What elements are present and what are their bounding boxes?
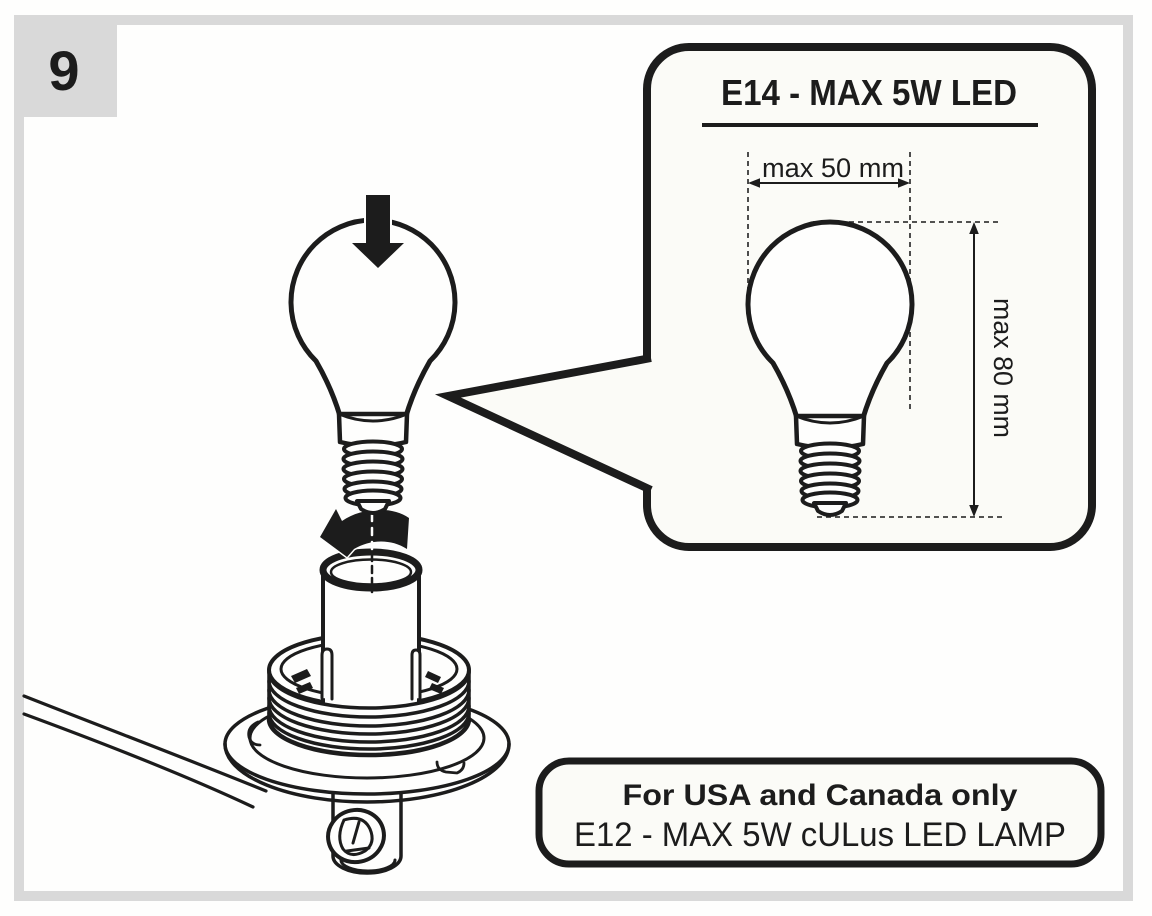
lamp-socket-illustration xyxy=(22,505,511,875)
collar-threads xyxy=(266,670,472,758)
usa-note-box: For USA and Canada only E12 - MAX 5W cUL… xyxy=(535,757,1105,868)
power-cable xyxy=(22,694,268,809)
step-number: 9 xyxy=(48,39,79,102)
callout-title: E14 - MAX 5W LED xyxy=(721,72,1017,113)
page-frame xyxy=(14,15,1133,901)
usa-note-line2: E12 - MAX 5W cULus LED LAMP xyxy=(574,816,1066,854)
height-dimension-label: max 80 mm xyxy=(988,298,1018,438)
socket-stem xyxy=(326,783,403,875)
usa-note-line1: For USA and Canada only xyxy=(623,779,1018,812)
retaining-clips xyxy=(320,647,422,701)
height-dimension-arrow-icon xyxy=(969,222,979,517)
set-screw-hole xyxy=(326,807,386,865)
callout-pointer xyxy=(434,354,653,494)
insert-down-arrow-icon xyxy=(350,193,406,270)
width-dimension-label: max 50 mm xyxy=(762,153,904,183)
bulb-spec-callout: E14 - MAX 5W LED max 50 mm max 80 mm xyxy=(434,43,1096,551)
screw-in-arrow-icon xyxy=(318,505,411,594)
width-dimension-arrow-icon xyxy=(748,178,910,188)
step-number-box xyxy=(14,15,117,117)
socket-tube xyxy=(319,548,423,714)
